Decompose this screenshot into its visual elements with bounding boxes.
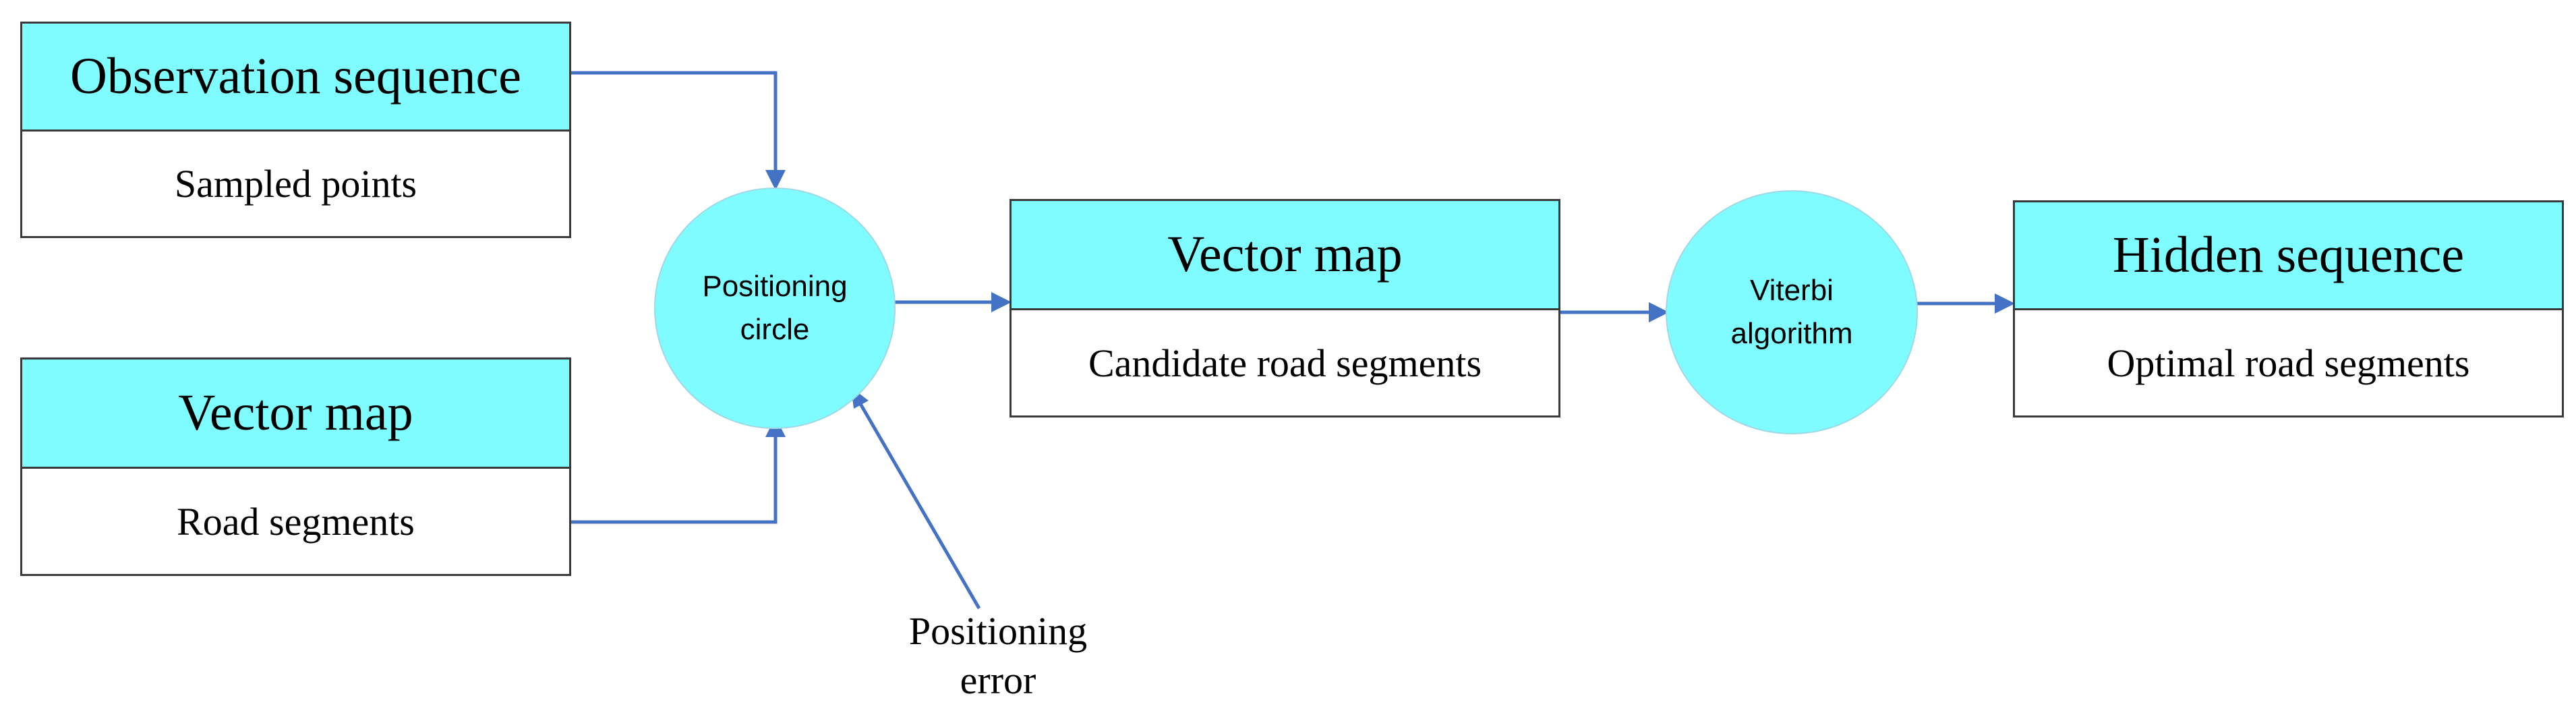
viterbi-line2: algorithm (1730, 317, 1853, 350)
candidate-vector-map-box: Vector map Candidate road segments (1009, 199, 1560, 417)
hidden-sequence-title: Hidden sequence (2015, 202, 2562, 310)
observation-sequence-title: Observation sequence (22, 24, 569, 132)
viterbi-line1: Viterbi (1750, 274, 1834, 308)
sampled-points-label: Sampled points (174, 162, 417, 206)
arrow-road-to-circle (570, 432, 778, 524)
arrow-observation-to-circle (570, 71, 778, 174)
positioning-error-line2: error (960, 658, 1036, 702)
positioning-circle-line2: circle (740, 313, 810, 346)
viterbi-algorithm-node: Viterbi algorithm (1666, 190, 1918, 434)
candidate-vector-map-title: Vector map (1012, 201, 1558, 310)
road-segments-label: Road segments (177, 499, 415, 544)
arrowhead-viterbi (1649, 302, 1669, 322)
arrowhead-candidate (991, 292, 1012, 312)
hidden-sequence-box: Hidden sequence Optimal road segments (2013, 200, 2564, 417)
positioning-circle-node: Positioning circle (654, 188, 896, 429)
candidate-road-segments-label: Candidate road segments (1088, 341, 1482, 385)
input-vector-map-title: Vector map (22, 359, 569, 469)
positioning-error-line1: Positioning (908, 609, 1088, 653)
optimal-road-segments-label: Optimal road segments (2107, 341, 2470, 385)
arrow-error-to-circle (856, 398, 981, 610)
observation-sequence-box: Observation sequence Sampled points (20, 22, 571, 238)
arrowhead-hidden (1995, 293, 2015, 314)
input-vector-map-box: Vector map Road segments (20, 357, 571, 576)
arrowhead-observation (765, 170, 786, 190)
positioning-error-label: Positioning error (877, 607, 1119, 705)
positioning-circle-line1: Positioning (702, 270, 848, 304)
